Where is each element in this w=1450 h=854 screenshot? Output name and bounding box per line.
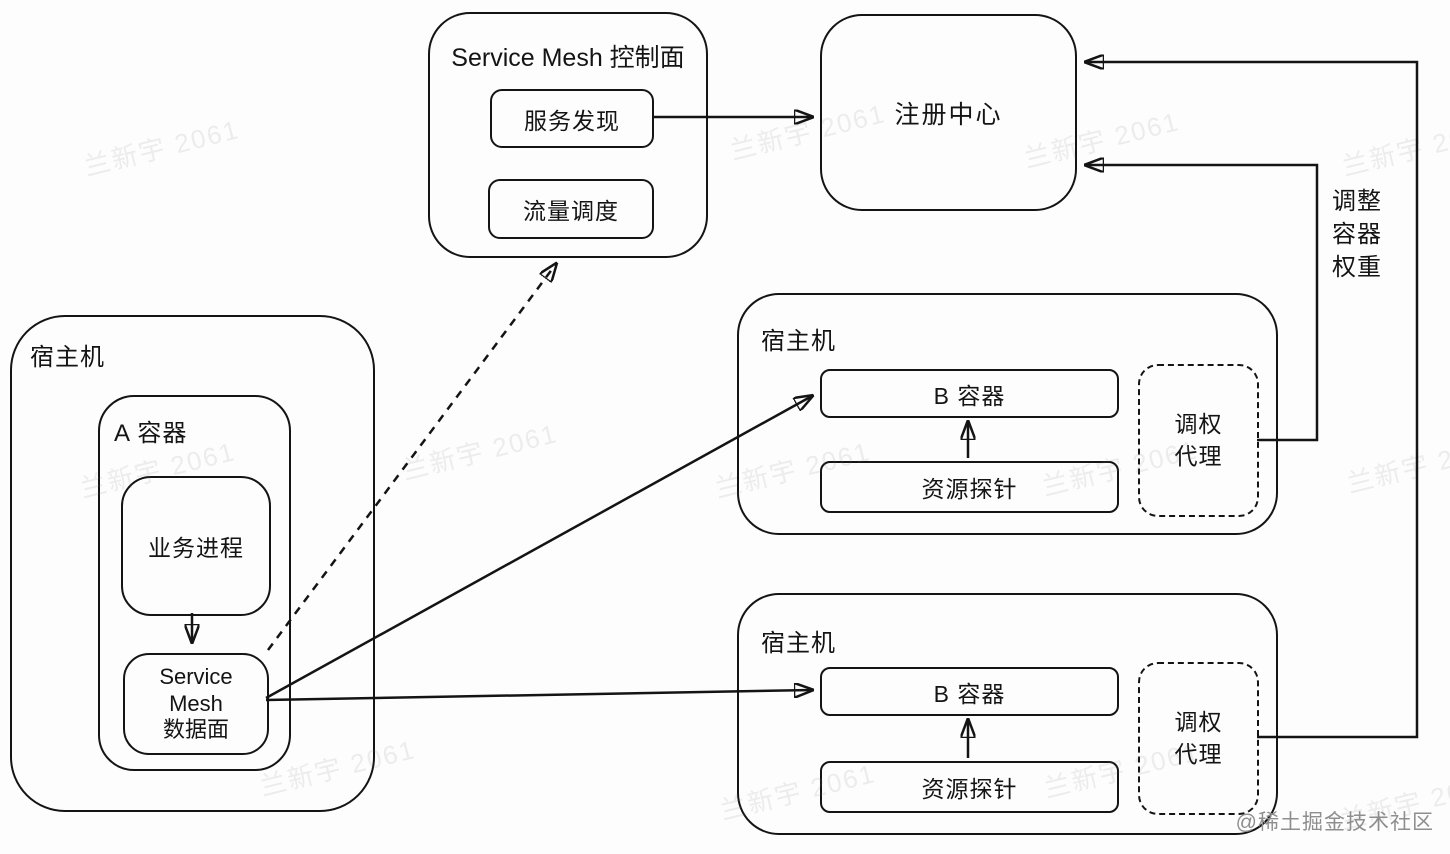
b-container-1-label: B 容器 <box>933 382 1006 409</box>
resource-probe-1-label: 资源探针 <box>921 476 1018 502</box>
registry-box: 注册中心 <box>820 14 1077 211</box>
service-discovery-box: 服务发现 <box>490 89 654 148</box>
watermark-text: 兰新宇 2061 <box>399 418 561 486</box>
traffic-scheduling-box: 流量调度 <box>488 179 654 239</box>
control-plane-box: Service Mesh 控制面 服务发现 流量调度 <box>428 12 708 258</box>
adjust-weight-annotation: 调整 容器 权重 <box>1332 188 1382 281</box>
weight-agent-2-box: 调权 代理 <box>1138 662 1259 815</box>
host-b1-box: 宿主机 B 容器 资源探针 调权 代理 <box>737 293 1278 535</box>
b-container-2-box: B 容器 <box>820 667 1119 716</box>
business-process-label: 业务进程 <box>148 535 244 561</box>
data-plane-box: Service Mesh 数据面 <box>123 653 269 755</box>
b-container-1-box: B 容器 <box>820 369 1119 418</box>
host-b2-label: 宿主机 <box>761 630 836 657</box>
b-container-2-label: B 容器 <box>933 680 1006 707</box>
resource-probe-2-label: 资源探针 <box>921 776 1018 802</box>
registry-label: 注册中心 <box>894 100 1003 129</box>
container-a-label: A 容器 <box>114 420 188 447</box>
watermark-text: 兰新宇 2061 <box>81 114 243 182</box>
data-plane-label: Service Mesh 数据面 <box>159 663 233 743</box>
watermark-text: 兰新宇 2061 <box>1344 431 1450 499</box>
host-a-box: 宿主机 A 容器 业务进程 Service Mesh 数据面 <box>10 315 375 812</box>
host-b1-label: 宿主机 <box>761 328 836 355</box>
host-a-label: 宿主机 <box>30 344 105 371</box>
control-plane-title: Service Mesh 控制面 <box>451 44 685 72</box>
traffic-scheduling-label: 流量调度 <box>523 198 619 224</box>
resource-probe-2-box: 资源探针 <box>820 761 1119 813</box>
watermark-text: 兰新宇 2061 <box>1339 114 1450 182</box>
credit-text: @稀土掘金技术社区 <box>1235 811 1434 834</box>
business-process-box: 业务进程 <box>121 476 271 616</box>
service-discovery-label: 服务发现 <box>524 107 620 134</box>
